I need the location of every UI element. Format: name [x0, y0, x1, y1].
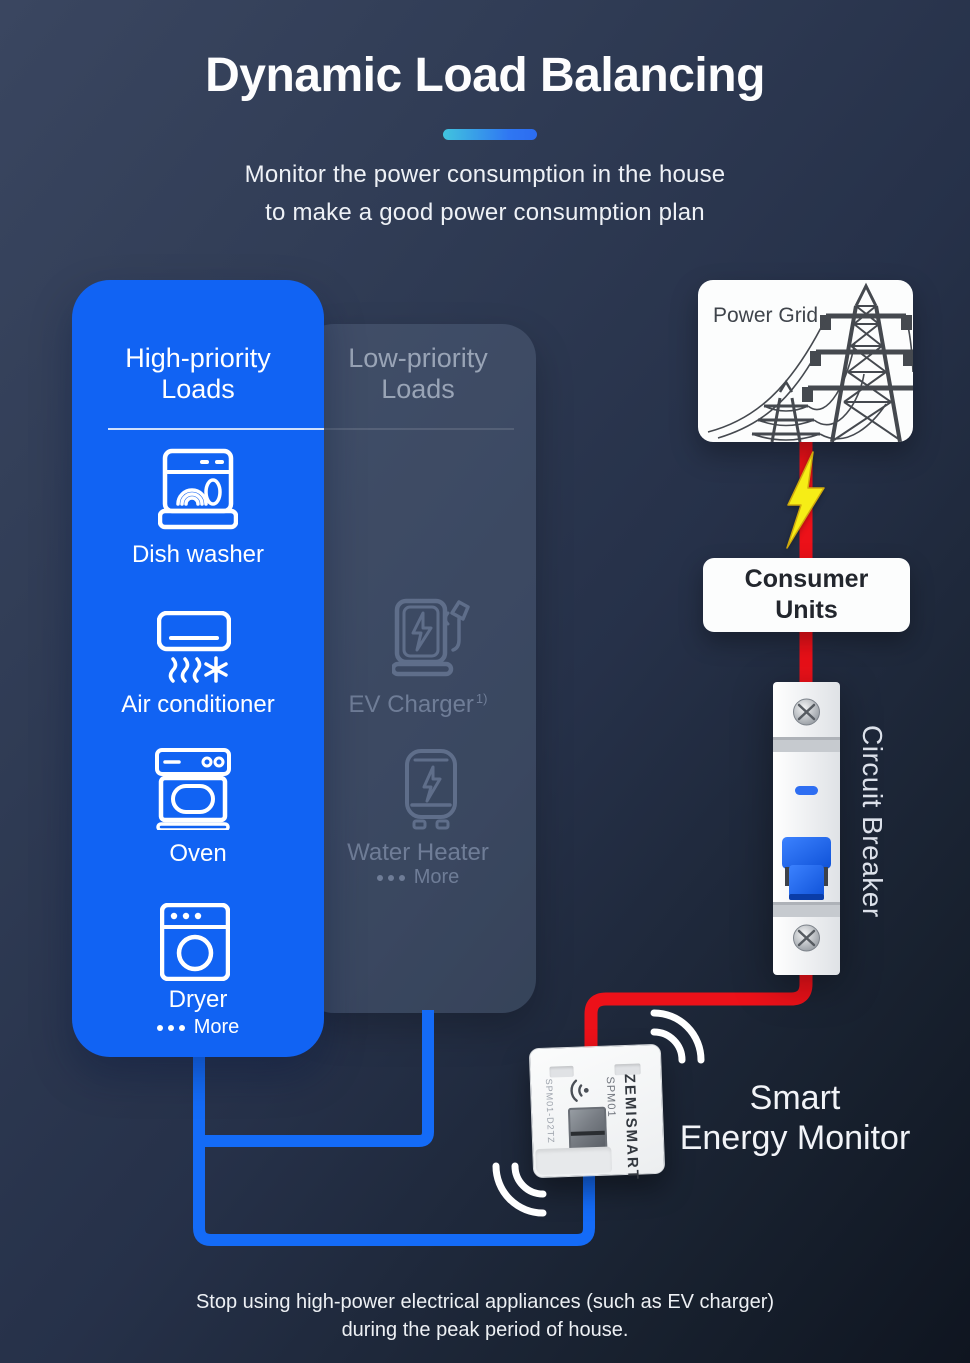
air-conditioner-icon: [157, 611, 231, 683]
blue-wire-low-panel-branch: [199, 1010, 434, 1147]
ev-charger-icon: [392, 598, 470, 677]
title-accent-underline: [443, 129, 537, 140]
ev-charger-footnote-marker: 1): [475, 691, 488, 706]
high-panel-divider: [108, 428, 324, 430]
dishwasher-label: Dish washer: [131, 541, 265, 568]
high-priority-header-line2: Loads: [161, 374, 235, 404]
footnote-line2: during the peak period of house.: [341, 1319, 629, 1341]
high-priority-panel: High-priority Loads Dish washer: [72, 280, 324, 1057]
oven-icon: [155, 748, 231, 830]
blue-wire-high-panel-to-monitor: [193, 1048, 595, 1246]
low-priority-header: Low-priority Loads: [300, 343, 536, 405]
device-lower-housing: [535, 1146, 613, 1176]
water-heater-label: Water Heater: [347, 839, 489, 866]
red-wire-breaker-to-monitor: [584, 966, 813, 1056]
consumer-units-line1: Consumer: [744, 565, 869, 593]
low-priority-more: More: [300, 866, 536, 889]
low-panel-divider: [324, 428, 514, 430]
high-priority-header: High-priority Loads: [72, 343, 324, 405]
dryer-label: Dryer: [168, 986, 228, 1013]
consumer-units-card: Consumer Units: [703, 558, 910, 632]
dryer-icon: [160, 903, 230, 981]
monitor-label-line2: Energy Monitor: [679, 1119, 911, 1157]
ellipsis-dots-icon: [376, 874, 405, 881]
device-brand: ZEMISMART: [620, 1073, 642, 1182]
wifi-icon: [570, 1079, 589, 1102]
water-heater-icon: [405, 749, 457, 830]
smart-energy-monitor-label: Smart Energy Monitor: [655, 1078, 935, 1158]
low-priority-header-line1: Low-priority: [348, 343, 488, 373]
monitor-label-line1: Smart: [749, 1079, 841, 1117]
device-model-code: SPM01-D2TZ: [543, 1078, 557, 1144]
power-grid-card: Power Grid: [698, 280, 913, 442]
subtitle-line-1: Monitor the power consumption in the hou…: [244, 161, 726, 188]
high-priority-more: More: [72, 1016, 324, 1039]
circuit-breaker-label: Circuit Breaker: [857, 724, 888, 918]
oven-label: Oven: [169, 840, 227, 867]
subtitle-line-2: to make a good power consumption plan: [265, 199, 705, 226]
footnote-line1: Stop using high-power electrical applian…: [195, 1291, 775, 1313]
circuit-breaker-device: [773, 682, 840, 975]
low-priority-header-line2: Loads: [381, 374, 455, 404]
air-conditioner-label: Air conditioner: [121, 691, 275, 718]
dishwasher-icon: [158, 448, 238, 530]
page-title: Dynamic Load Balancing: [205, 49, 765, 102]
terminal-cover: [549, 1065, 574, 1078]
lightning-bolt-icon: [786, 451, 825, 549]
smart-energy-monitor-device: SPM01-D2TZ SPM01 ZEMISMART: [528, 1043, 666, 1182]
power-grid-label: Power Grid: [713, 304, 819, 327]
consumer-units-line2: Units: [775, 596, 838, 624]
ct-terminal: [567, 1106, 608, 1152]
transmission-towers-illustration: [707, 282, 913, 442]
ellipsis-dots-icon: [156, 1024, 185, 1031]
high-priority-header-line1: High-priority: [125, 343, 271, 373]
